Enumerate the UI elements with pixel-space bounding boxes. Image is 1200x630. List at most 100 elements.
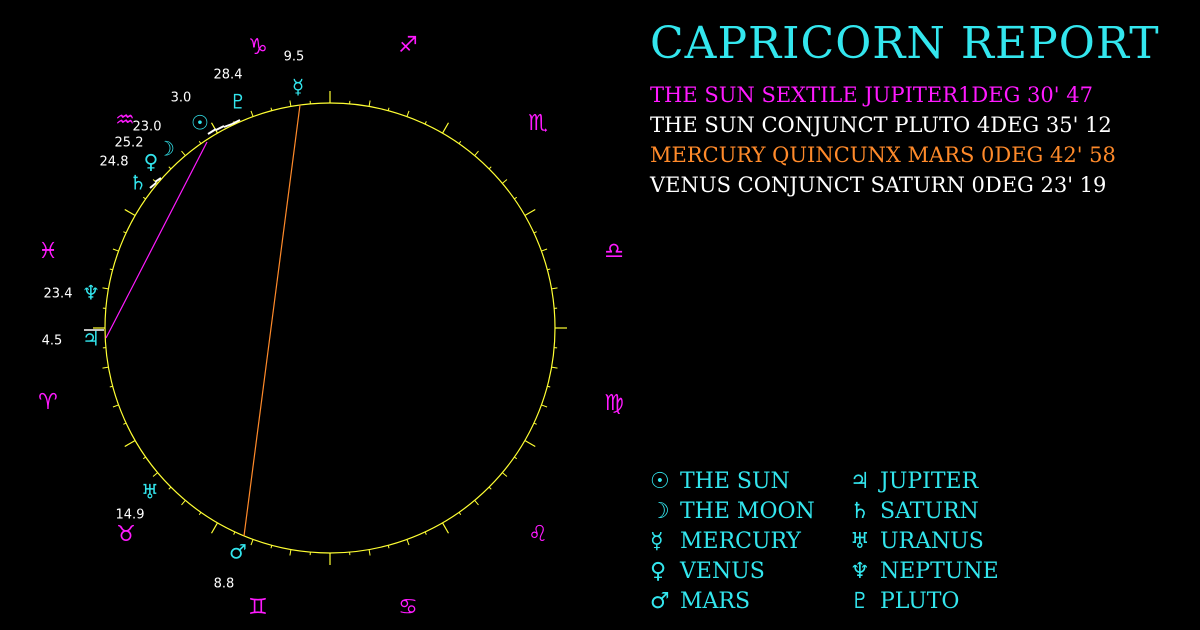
libra-icon: ♎	[604, 239, 624, 264]
wheel-tick	[474, 500, 479, 506]
wheel-tick	[551, 287, 558, 290]
legend-right: ♃ JUPITER ♄ SATURN ♅ URANUS ♆ NEPTUNE ♇ PLUTO	[850, 467, 999, 617]
legend-label: MARS	[680, 589, 751, 614]
planet-degree-label: 14.9	[116, 508, 145, 523]
planet-degree-label: 4.5	[42, 334, 63, 349]
planet-degree-label: 25.2	[115, 136, 144, 151]
venus-icon: ♀	[650, 559, 667, 584]
sun-icon: ☉	[191, 111, 209, 135]
wheel-tick	[441, 122, 450, 134]
planet-degree-label: 28.4	[214, 68, 243, 83]
wheel-tick	[474, 150, 479, 156]
wheel-tick	[102, 366, 109, 369]
wheel-tick	[551, 366, 558, 369]
legend-item-pluto: ♇ PLUTO	[850, 587, 999, 617]
wheel-tick	[210, 522, 219, 534]
planet-degree-label: 8.8	[214, 577, 235, 592]
planet-marker	[223, 123, 233, 128]
legend-label: JUPITER	[880, 469, 979, 494]
wheel-tick	[112, 404, 119, 408]
aries-icon: ♈	[38, 390, 58, 415]
uranus-icon: ♅	[850, 529, 870, 554]
saturn-icon: ♄	[129, 171, 147, 195]
sun-icon: ☉	[650, 469, 670, 494]
virgo-icon: ♍	[604, 391, 624, 416]
mercury-icon: ☿	[650, 529, 664, 554]
legend-left: ☉ THE SUN ☽ THE MOON ☿ MERCURY ♀ VENUS ♂ MARS	[650, 467, 815, 617]
moon-icon: ☽	[650, 499, 670, 524]
wheel-tick	[289, 100, 292, 107]
wheel-tick	[112, 248, 119, 252]
aspect-line-3: MERCURY QUINCUNX MARS 0DEG 42' 58	[650, 143, 1116, 167]
legend-item-moon: ☽ THE MOON	[650, 497, 815, 527]
zodiac-signs: ♈ ♉ ♊ ♋ ♌ ♍ ♎ ♏ ♐ ♑ ♒ ♓	[38, 33, 624, 620]
legend-item-jupiter: ♃ JUPITER	[850, 467, 999, 497]
wheel-tick	[406, 110, 410, 117]
planet-degree-label: 23.4	[44, 287, 73, 302]
uranus-icon: ♅	[141, 480, 159, 504]
aquarius-icon: ♒	[115, 108, 135, 133]
wheel-tick	[289, 549, 292, 556]
wheel-tick	[181, 150, 186, 156]
scorpio-icon: ♏	[528, 111, 548, 136]
planet-degree-label: 24.8	[100, 155, 129, 170]
planet-marker	[215, 125, 225, 131]
wheel-tick	[124, 439, 136, 448]
jupiter-icon: ♃	[850, 469, 870, 494]
gemini-icon: ♊	[248, 595, 268, 620]
legend-label: SATURN	[880, 499, 979, 524]
aspect-line-2: THE SUN CONJUNCT PLUTO 4DEG 35' 12	[650, 113, 1112, 137]
aspect-line-4: VENUS CONJUNCT SATURN 0DEG 23' 19	[650, 173, 1107, 197]
degree-label: 23.0	[133, 120, 162, 135]
aspect-line-mercury-mars	[243, 104, 301, 537]
planet-marker	[154, 177, 162, 183]
legend-label: MERCURY	[680, 529, 801, 554]
wheel-tick	[406, 539, 410, 546]
legend-label: NEPTUNE	[880, 559, 999, 584]
jupiter-icon: ♃	[82, 327, 100, 351]
legend-label: PLUTO	[880, 589, 960, 614]
wheel-tick	[124, 208, 136, 217]
taurus-icon: ♉	[116, 522, 136, 547]
legend-label: THE MOON	[680, 499, 815, 524]
wheel-tick	[368, 549, 371, 556]
wheel-tick	[441, 522, 450, 534]
planet-markers: ☉3.0☽25.2☿9.5♀24.8♂8.8♃4.5♄♅14.9♆23.4♇28…	[42, 50, 305, 592]
wheel-tick	[152, 472, 158, 477]
legend-item-saturn: ♄ SATURN	[850, 497, 999, 527]
planet-marker	[231, 119, 241, 125]
legend-label: THE SUN	[680, 469, 790, 494]
mars-icon: ♂	[650, 589, 670, 614]
legend-item-neptune: ♆ NEPTUNE	[850, 557, 999, 587]
wheel-tick	[181, 500, 186, 506]
legend-item-sun: ☉ THE SUN	[650, 467, 815, 497]
pisces-icon: ♓	[38, 239, 58, 264]
legend-label: URANUS	[880, 529, 984, 554]
legend-label: VENUS	[680, 559, 765, 584]
planet-marker	[207, 128, 217, 135]
capricorn-icon: ♑	[248, 35, 268, 60]
sagittarius-icon: ♐	[398, 33, 418, 58]
aspect-list: THE SUN SEXTILE JUPITER1DEG 30' 47 THE S…	[650, 80, 1116, 200]
cancer-icon: ♋	[398, 595, 418, 620]
zodiac-wheel: ♈♉♊♋♌♍♎♏♐♑♒♓ ☉3.0☽25.2☿9.5♀24.8♂8.8♃4.5♄…	[38, 33, 624, 620]
neptune-icon: ♆	[850, 559, 870, 584]
planet-degree-label: 3.0	[171, 91, 192, 106]
wheel-tick	[524, 208, 536, 217]
legend-item-mars: ♂ MARS	[650, 587, 815, 617]
wheel-tick	[368, 100, 371, 107]
wheel-tick	[524, 439, 536, 448]
mercury-icon: ☿	[292, 75, 304, 99]
pluto-icon: ♇	[229, 90, 247, 114]
saturn-icon: ♄	[850, 499, 870, 524]
pluto-icon: ♇	[850, 589, 870, 614]
planet-degree-label: 9.5	[284, 50, 305, 65]
leo-icon: ♌	[528, 522, 548, 547]
report-title: CAPRICORN REPORT	[650, 18, 1160, 69]
moon-icon: ☽	[157, 137, 175, 161]
wheel-ticks	[93, 91, 567, 565]
wheel-tick	[250, 539, 254, 546]
neptune-icon: ♆	[82, 281, 100, 305]
wheel-tick	[102, 287, 109, 290]
mars-icon: ♂	[229, 540, 247, 564]
